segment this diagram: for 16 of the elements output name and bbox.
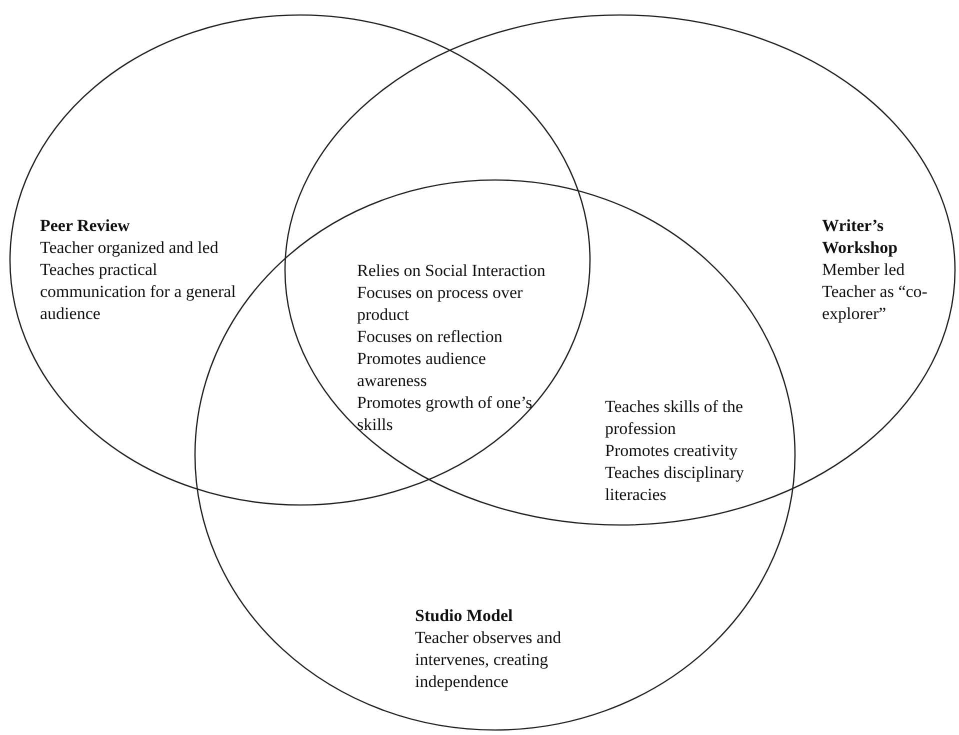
set-heading: Peer Review (40, 215, 131, 237)
set-item: Member led (822, 259, 906, 281)
overlap-item: Relies on Social Interaction (357, 260, 546, 282)
set-heading: Studio Model (415, 605, 514, 627)
overlap-item: Promotes growth of one’s skills (357, 392, 534, 436)
set-item: Teacher as “co-explorer” (822, 281, 928, 325)
overlap-item: Focuses on reflection (357, 326, 504, 348)
set-item: Teacher observes and intervenes, creating independence (415, 627, 562, 693)
set-heading: Writer’s Workshop (822, 215, 899, 259)
overlap-item: Teaches skills of the profession (605, 396, 744, 440)
overlap-item: Promotes creativity (605, 440, 739, 462)
overlap-item: Focuses on process over product (357, 282, 524, 326)
overlap-item: Promotes audience awareness (357, 348, 487, 392)
set-item: Teaches practical communication for a general audience (40, 259, 237, 325)
set-item: Teacher organized and led (40, 237, 220, 259)
overlap-item: Teaches disciplinary literacies (605, 462, 746, 506)
